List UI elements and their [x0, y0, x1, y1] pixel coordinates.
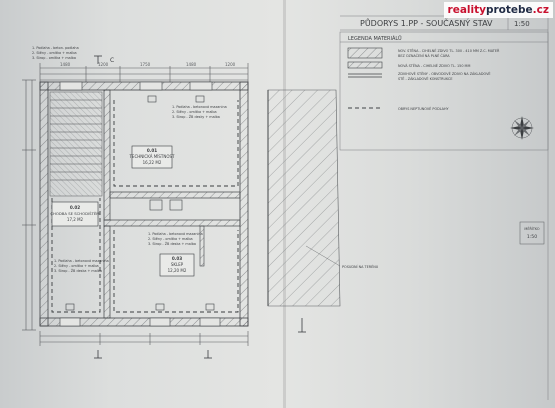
svg-text:1200: 1200 — [98, 62, 109, 67]
dimension-ticks-top: 1480 1200 1750 1480 1200 — [60, 62, 236, 67]
room-notes-0.03: 1. Podlaha - betonová mazanina 2. Stěny … — [148, 232, 203, 246]
site-watermark: realityprotebe.cz — [443, 2, 553, 18]
exterior-yard — [267, 89, 341, 307]
room-area-0.02: 17,2 M2 — [67, 217, 84, 222]
room-area-0.03: 12,20 M2 — [168, 268, 187, 273]
svg-text:MĚŘÍTKO: MĚŘÍTKO — [524, 226, 540, 231]
legend-item-1: NOV. STĚNA - CIHELNÉ ZDIVO TL. 300 - 410… — [347, 47, 500, 59]
svg-text:2. Stěny - omítka + malba: 2. Stěny - omítka + malba — [172, 110, 217, 114]
plan-notes: 1. Podlaha - beton. podlaha 2. Stěny - o… — [32, 46, 79, 60]
dimension-lines-bottom — [39, 331, 249, 346]
svg-text:3. Strop - ŽB deska + malba: 3. Strop - ŽB deska + malba — [148, 241, 196, 246]
legend-item-3: ZDVIHOVÉ STĚNY - OBVODOVÉ ZDIVO NA ZÁKLA… — [348, 71, 491, 81]
svg-text:1. Podlaha - betonová mazanina: 1. Podlaha - betonová mazanina — [54, 259, 109, 263]
section-marks — [94, 55, 306, 359]
sheet-scale: 1:50 — [514, 20, 530, 28]
svg-text:2. Stěny - omítka + malba: 2. Stěny - omítka + malba — [148, 237, 193, 241]
svg-text:1:50: 1:50 — [527, 234, 537, 240]
dimension-lines-top — [39, 63, 249, 84]
room-label-box-0.02 — [51, 201, 99, 227]
svg-text:1200: 1200 — [225, 62, 236, 67]
svg-text:1. Podlaha - betonová mazanina: 1. Podlaha - betonová mazanina — [172, 105, 227, 109]
svg-text:NOVÁ STĚNA - CIHELNÉ ZDIVO TL.: NOVÁ STĚNA - CIHELNÉ ZDIVO TL. 150 MM — [398, 63, 470, 68]
room-area-0.01: 16,22 M2 — [143, 160, 162, 165]
sheet-title: PŮDORYS 1.PP - SOUČASNÝ STAV — [360, 17, 493, 28]
room-code-0.03: 0.03 — [172, 256, 182, 261]
window-markers — [65, 95, 215, 311]
legend-panel — [339, 31, 549, 151]
svg-text:1480: 1480 — [60, 62, 71, 67]
dashed-outlines — [51, 100, 239, 313]
svg-text:1. Podlaha - betonová mazanina: 1. Podlaha - betonová mazanina — [148, 232, 203, 236]
north-arrow-icon — [510, 116, 534, 140]
svg-text:STĚ - ZÁKLADOVÉ KONSTRUKCE: STĚ - ZÁKLADOVÉ KONSTRUKCE — [398, 76, 453, 81]
room-code-0.01: 0.01 — [147, 148, 157, 153]
legend-heading: LEGENDA MATERIÁLŮ — [348, 35, 402, 42]
svg-text:BEZ OZNAČENÍ NÁ PLNÉ ČÁRA: BEZ OZNAČENÍ NÁ PLNÉ ČÁRA — [398, 53, 450, 58]
legend-item-2: NOVÁ STĚNA - CIHELNÉ ZDIVO TL. 150 MM — [347, 61, 470, 69]
yard-label: POSUDNÍ NA TERÉNU — [342, 264, 379, 269]
svg-text:2. Stěny - omítka + malba: 2. Stěny - omítka + malba — [54, 264, 99, 268]
legend-item-4: OBRYS NEPTUNOVÉ PODLAHY — [348, 106, 450, 111]
section-tag-top: C — [110, 57, 114, 64]
room-label-box-0.03 — [159, 253, 195, 277]
room-code-0.02: 0.02 — [70, 205, 80, 210]
yard-label-leader — [305, 245, 341, 267]
dimension-lines-left — [22, 79, 36, 331]
svg-text:NOV. STĚNA - CIHELNÉ ZDIVO TL.: NOV. STĚNA - CIHELNÉ ZDIVO TL. 300 - 410… — [398, 48, 500, 53]
svg-text:3. Strop - omítka + malba: 3. Strop - omítka + malba — [32, 56, 76, 60]
svg-text:OBRYS NEPTUNOVÉ PODLAHY: OBRYS NEPTUNOVÉ PODLAHY — [398, 106, 450, 111]
room-name-0.02: CHODBA SE SCHODIŠTĚM — [50, 211, 99, 216]
svg-text:1. Podlaha - beton. podlaha: 1. Podlaha - beton. podlaha — [32, 46, 79, 50]
svg-text:3. Strop - ŽB desky + malba: 3. Strop - ŽB desky + malba — [172, 114, 220, 119]
svg-text:ZDVIHOVÉ STĚNY - OBVODOVÉ ZDIV: ZDVIHOVÉ STĚNY - OBVODOVÉ ZDIVO NA ZÁKLA… — [398, 71, 491, 76]
room-label-box-0.01 — [131, 145, 173, 169]
svg-text:1750: 1750 — [140, 62, 151, 67]
room-notes-0.02: 1. Podlaha - betonová mazanina 2. Stěny … — [54, 259, 109, 273]
svg-text:1480: 1480 — [186, 62, 197, 67]
inner-walls — [103, 89, 241, 319]
room-name-0.01: TECHNICKÁ MÍSTNOST — [128, 154, 175, 159]
windows — [59, 81, 221, 327]
room-name-0.03: SKLEP — [171, 262, 184, 267]
room-notes-0.01: 1. Podlaha - betonová mazanina 2. Stěny … — [172, 105, 227, 119]
scale-box: MĚŘÍTKO 1:50 — [519, 221, 545, 245]
svg-text:3. Strop - ŽB deska + malba: 3. Strop - ŽB deska + malba — [54, 268, 102, 273]
svg-text:2. Stěny - omítka + malba: 2. Stěny - omítka + malba — [32, 51, 77, 55]
staircase — [49, 91, 103, 197]
